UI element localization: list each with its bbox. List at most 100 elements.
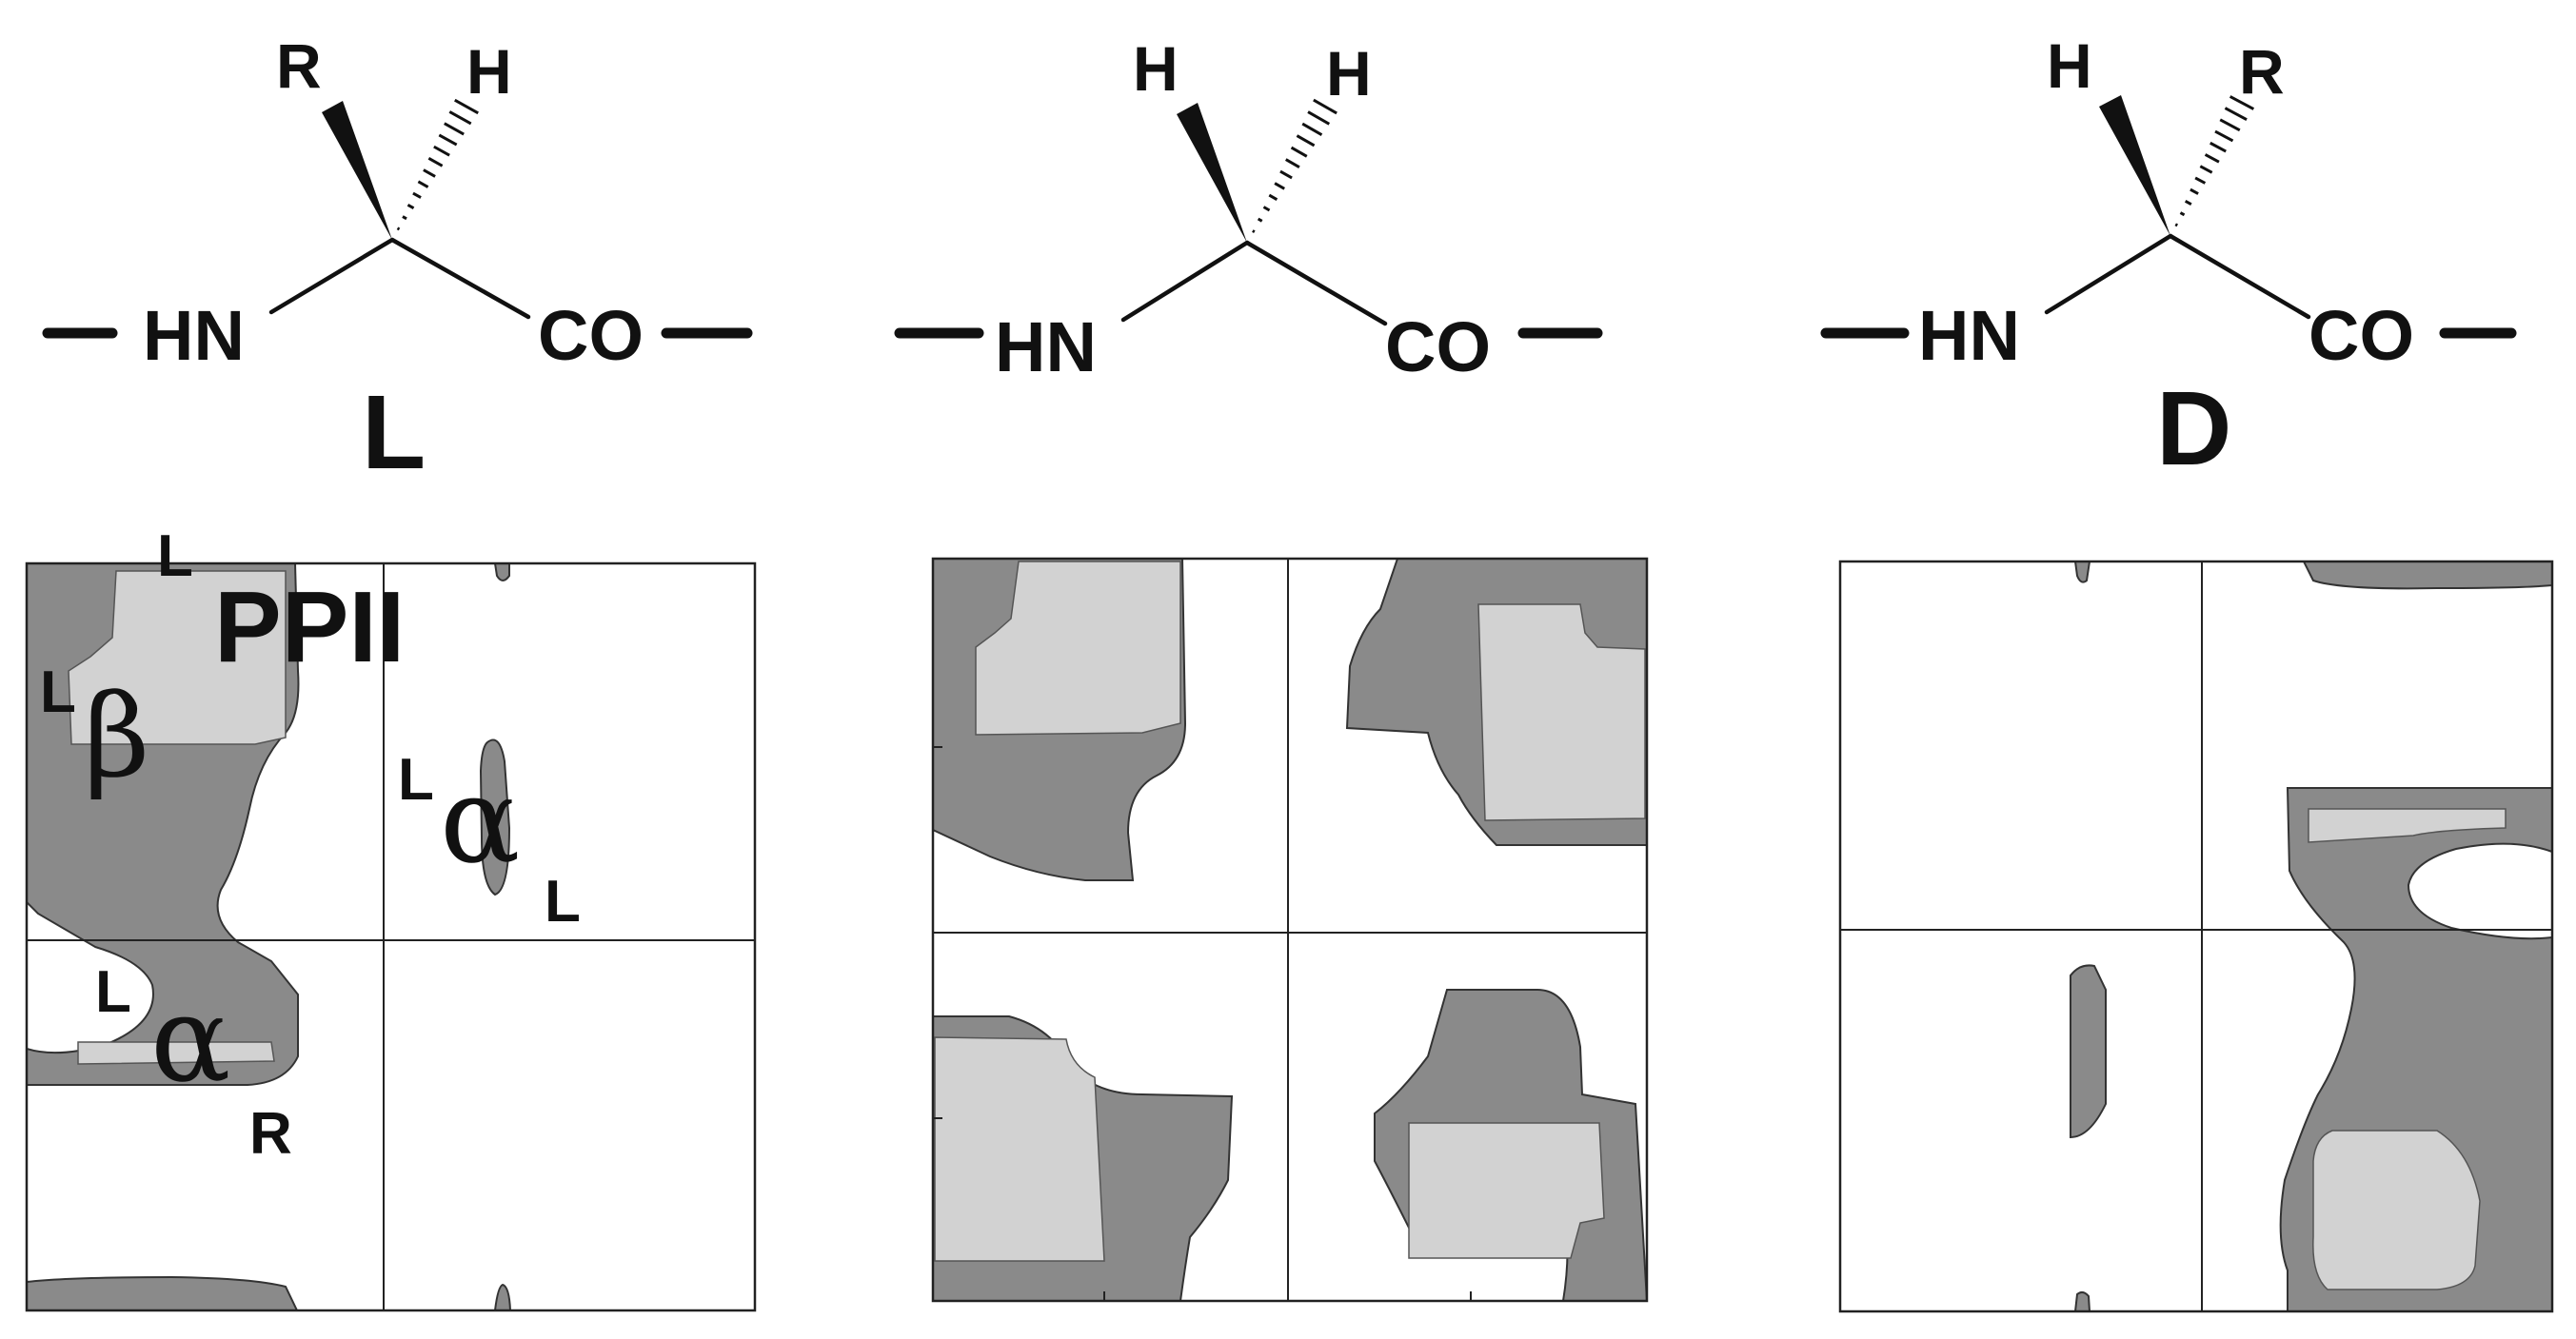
hash-line xyxy=(2209,141,2227,153)
molecule-glycine: HN CO H H xyxy=(894,33,1603,386)
alpha-r-label: α xyxy=(150,971,230,1109)
hash-line xyxy=(423,168,436,178)
ppii-label: PPII xyxy=(214,571,405,683)
amine-group-label: HN xyxy=(1918,296,2020,375)
hash-line xyxy=(1262,206,1271,212)
hash-line xyxy=(2184,200,2192,206)
wedge-bond xyxy=(2099,95,2170,236)
plot-frame xyxy=(25,561,757,1312)
bond-ca-c xyxy=(2168,233,2311,320)
configuration-label: D xyxy=(2156,370,2231,487)
hash-line xyxy=(412,191,422,199)
carbonyl-group-label: CO xyxy=(1385,307,1491,386)
hash-line xyxy=(433,145,450,157)
hash-line xyxy=(448,110,472,126)
ppii-prefix: L xyxy=(157,523,193,589)
molecule-d: HN CO H R D xyxy=(1820,30,2517,487)
allowed-region-strip xyxy=(2070,964,2107,1139)
hash-line xyxy=(2214,129,2234,143)
hashed-substituent-label: R xyxy=(2239,36,2285,107)
favored-region-bottom-right xyxy=(1408,1122,1605,1259)
allowed-region-edge-bottom xyxy=(493,1283,512,1310)
hash-line xyxy=(1274,182,1285,190)
wedge-substituent-label: H xyxy=(2047,30,2092,101)
favored-region-top-left xyxy=(975,561,1181,736)
allowed-region-edge-top xyxy=(493,563,510,581)
hash-line xyxy=(2219,118,2241,132)
bond-n-ca xyxy=(2044,233,2173,315)
plot-frame xyxy=(931,557,1649,1303)
favored-region-sliver xyxy=(2308,808,2507,843)
configuration-label: L xyxy=(362,374,426,491)
amine-group-label: HN xyxy=(143,296,245,375)
hash-line xyxy=(1313,98,1338,115)
wedge-substituent-label: R xyxy=(276,30,322,101)
hash-line xyxy=(1252,229,1256,233)
hash-line xyxy=(2204,153,2220,164)
hashed-substituent-label: H xyxy=(1326,38,1372,108)
hash-line xyxy=(1268,193,1278,201)
ramachandran-plot-glycine xyxy=(931,557,1649,1303)
alpha-l-prefix: L xyxy=(398,747,434,813)
beta-label: β xyxy=(84,671,149,803)
favored-region-beta-ppii xyxy=(68,570,287,745)
bond-ca-c xyxy=(1244,240,1388,326)
bond-n-ca xyxy=(1120,240,1250,323)
hash-line xyxy=(1301,122,1323,136)
hash-line xyxy=(454,98,479,115)
bond-n-ca xyxy=(268,237,395,315)
hash-line xyxy=(2190,187,2199,195)
hash-line xyxy=(2224,107,2248,122)
hash-line xyxy=(402,215,407,221)
amine-group-label: HN xyxy=(995,307,1097,386)
favored-region-bottom-left xyxy=(934,1036,1105,1262)
allowed-region-bottom xyxy=(27,1275,299,1310)
alpha-l-subscript: L xyxy=(545,869,581,935)
wedge-bond xyxy=(1177,103,1247,243)
ramachandran-plot-d xyxy=(1838,560,2554,1313)
hash-line xyxy=(1279,169,1293,180)
allowed-region-top-edge xyxy=(2302,561,2552,590)
hash-line xyxy=(438,133,458,147)
wedge-substituent-label: H xyxy=(1133,33,1179,104)
hashed-bond xyxy=(396,98,479,231)
bond-ca-c xyxy=(389,237,531,320)
allowed-region-edge-bottom xyxy=(2073,1290,2091,1311)
allowed-region-edge-top xyxy=(2073,561,2091,583)
hash-line xyxy=(1290,146,1308,158)
beta-prefix: L xyxy=(40,660,76,725)
hashed-substituent-label: H xyxy=(466,36,512,107)
allowed-region-alpha-l xyxy=(479,738,511,896)
alpha-l-label: α xyxy=(440,752,520,890)
molecule-l: HN CO R H L xyxy=(42,30,753,491)
hash-line xyxy=(2179,211,2186,217)
hashed-bond xyxy=(2174,95,2255,227)
hash-line xyxy=(1257,217,1263,223)
hashed-bond xyxy=(1252,98,1338,233)
hash-line xyxy=(427,157,444,167)
hash-line xyxy=(1285,158,1300,168)
plot-frame xyxy=(1838,560,2554,1313)
hash-line xyxy=(444,122,465,136)
favored-region-alpha-r xyxy=(77,1041,275,1065)
hash-line xyxy=(2229,95,2255,110)
hash-line xyxy=(2194,176,2207,185)
hash-line xyxy=(417,180,429,188)
axis-ticks xyxy=(933,746,1472,1301)
hash-line xyxy=(1307,110,1331,126)
hash-line xyxy=(396,226,401,231)
ramachandran-plot-l: L PPII L β L α L L α R xyxy=(25,523,757,1312)
wedge-bond xyxy=(322,101,392,240)
alpha-r-subscript: R xyxy=(249,1101,292,1167)
hash-line xyxy=(2174,223,2178,227)
unallowed-pocket xyxy=(2407,842,2552,940)
carbonyl-group-label: CO xyxy=(538,296,644,375)
hash-line xyxy=(2199,165,2213,174)
favored-region-top-right xyxy=(1477,603,1646,821)
carbonyl-group-label: CO xyxy=(2308,296,2414,375)
favored-region-lower xyxy=(2312,1130,2481,1290)
hash-line xyxy=(406,203,415,210)
hash-line xyxy=(1296,134,1316,148)
alpha-r-prefix: L xyxy=(95,959,131,1025)
